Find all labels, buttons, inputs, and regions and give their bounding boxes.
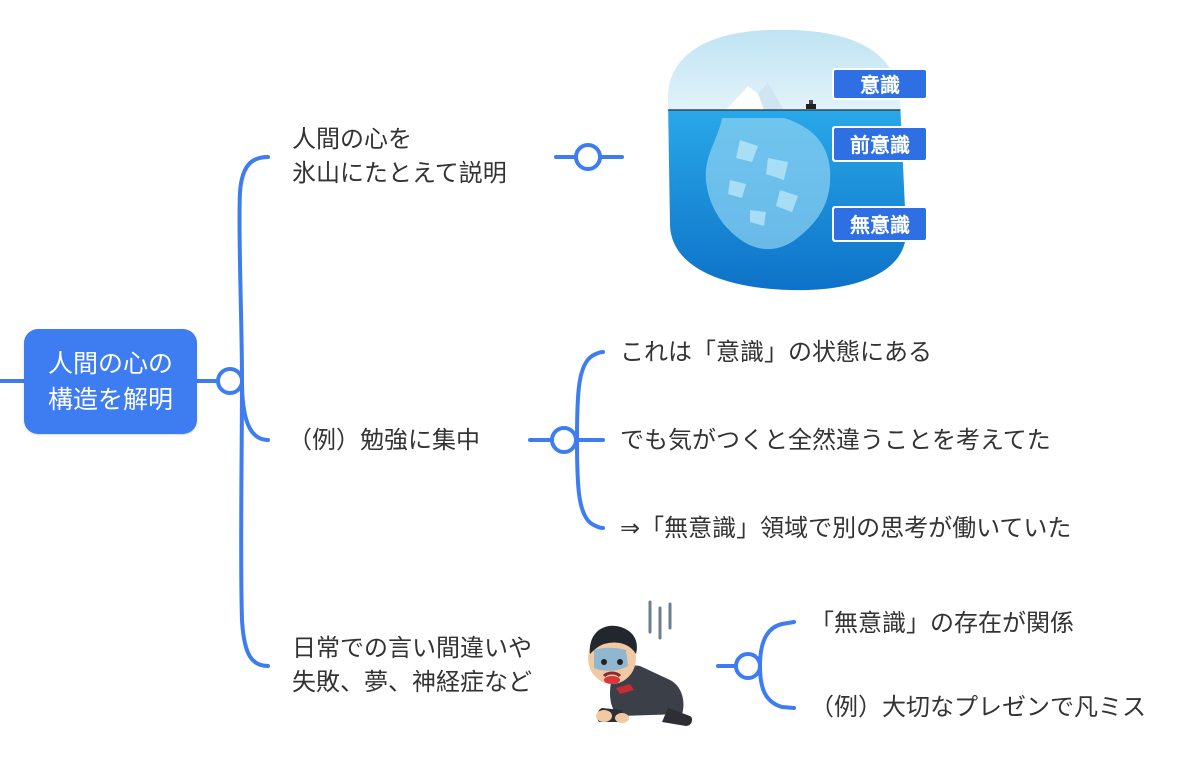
- branch-3-child-2[interactable]: （例）大切なプレゼンで凡ミス: [810, 690, 1146, 724]
- branch-2-child-3-label: ⇒「無意識」領域で別の思考が働いていた: [620, 514, 1072, 542]
- connector-branch-3: [239, 379, 270, 668]
- branch-node-study-example[interactable]: （例）勉強に集中: [288, 423, 480, 457]
- branch-2-child-1[interactable]: これは「意識」の状態にある: [620, 335, 932, 369]
- junction-root: [216, 367, 244, 395]
- iceberg-label-conscious: 意識: [860, 73, 900, 97]
- branch-2-child-2-label: でも気がつくと全然違うことを考えてた: [620, 426, 1051, 454]
- branch-2-child-1-label: これは「意識」の状態にある: [620, 338, 932, 366]
- branch-2-child-3[interactable]: ⇒「無意識」領域で別の思考が働いていた: [620, 511, 1071, 545]
- iceberg-illustration: 意識 前意識 無意識: [667, 30, 928, 291]
- connector-b3-child-1: [758, 620, 796, 668]
- root-line-2: 構造を解明: [47, 384, 173, 414]
- junction-branch-1: [574, 143, 602, 171]
- branch-3-line-2: 失敗、夢、神経症など: [292, 668, 532, 696]
- iceberg-label-unconscious: 無意識: [850, 213, 910, 237]
- branch-3-child-2-label: （例）大切なプレゼンで凡ミス: [810, 693, 1146, 721]
- branch-2-label: （例）勉強に集中: [288, 426, 480, 454]
- dejected-person-illustration: [588, 600, 693, 726]
- branch-3-child-1[interactable]: 「無意識」の存在が関係: [810, 606, 1074, 640]
- branch-node-iceberg[interactable]: 人間の心を 氷山にたとえて説明: [292, 122, 507, 190]
- root-node[interactable]: 人間の心の 構造を解明: [24, 329, 197, 434]
- connector-b2-child-3: [575, 438, 605, 530]
- branch-3-line-1: 日常での言い間違いや: [292, 634, 532, 662]
- connector-b3-child-2: [758, 664, 796, 710]
- branch-2-child-2[interactable]: でも気がつくと全然違うことを考えてた: [620, 423, 1051, 457]
- connector-b2-child-1: [575, 350, 605, 442]
- branch-node-daily-mistakes[interactable]: 日常での言い間違いや 失敗、夢、神経症など: [292, 631, 532, 699]
- branch-1-line-1: 人間の心を: [292, 125, 412, 153]
- root-line-1: 人間の心の: [47, 348, 173, 378]
- iceberg-label-preconscious: 前意識: [850, 133, 910, 157]
- branch-3-child-1-label: 「無意識」の存在が関係: [810, 609, 1074, 637]
- branch-1-line-2: 氷山にたとえて説明: [292, 159, 507, 187]
- junction-branch-3: [734, 652, 762, 680]
- connector-branch-2: [240, 379, 270, 442]
- connector-branch-1: [237, 155, 270, 383]
- junction-branch-2: [550, 426, 578, 454]
